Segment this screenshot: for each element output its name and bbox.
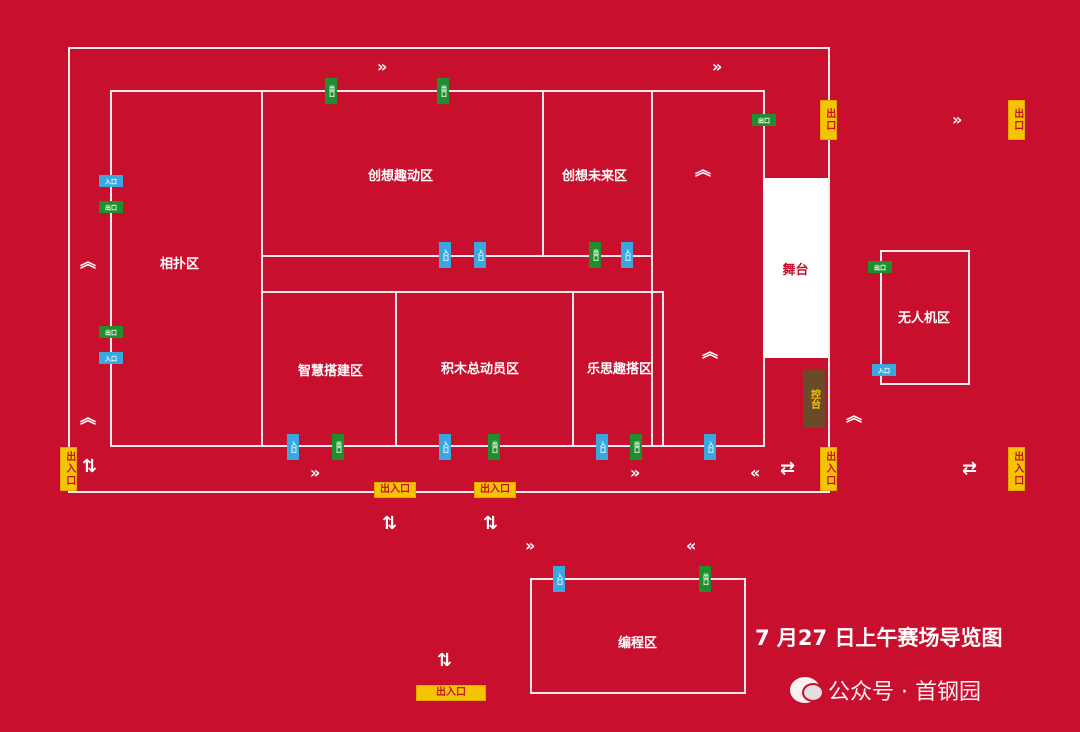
chevron-right-icon: »	[630, 463, 641, 482]
entry-door-tag: 入口	[474, 242, 486, 268]
zone-label-chuangxiang-weilai: 创想未来区	[562, 169, 628, 184]
chevron-up-icon: ︽	[702, 342, 719, 361]
exit-door-tag: 出口	[868, 261, 892, 273]
chevron-right-icon: »	[525, 536, 536, 555]
exit-door-tag: 出口	[699, 566, 711, 592]
entrance-exit-gate-bottom-2: 出入口	[474, 482, 516, 498]
entry-door-tag: 入口	[439, 434, 451, 460]
entry-door-tag: 入口	[596, 434, 608, 460]
entrance-exit-gate-bottom-1: 出入口	[374, 482, 416, 498]
exit-door-tag: 出口	[99, 326, 123, 338]
zone-label-lesi: 乐思趣搭区	[587, 362, 653, 377]
exit-door-tag: 出口	[99, 201, 123, 213]
exit-gate-far-right: 出口	[1008, 100, 1025, 140]
exit-door-tag: 出口	[488, 434, 500, 460]
bidirectional-arrow-icon: ⇄	[962, 458, 978, 479]
biancheng-zone-box	[530, 578, 746, 694]
exit-gate-top-right: 出口	[820, 100, 837, 140]
bidirectional-vertical-arrow-icon: ⇅	[82, 456, 98, 477]
bidirectional-vertical-arrow-icon: ⇅	[382, 513, 398, 534]
zone-label-biancheng: 编程区	[618, 636, 658, 651]
zone-label-chuangxiang-qudong: 创想趣动区	[368, 169, 434, 184]
entry-door-tag: 入口	[99, 352, 123, 364]
entry-door-tag: 入口	[704, 434, 716, 460]
watermark-text: 公众号 · 首钢园	[828, 680, 981, 705]
watermark: 公众号 · 首钢园	[790, 674, 981, 706]
exit-door-tag: 出口	[630, 434, 642, 460]
lesi-zone-box	[572, 291, 664, 447]
chevron-up-icon: ︽	[695, 160, 712, 179]
exit-door-tag: 出口	[437, 78, 449, 104]
chevron-right-icon: »	[712, 57, 723, 76]
bidirectional-vertical-arrow-icon: ⇅	[437, 650, 453, 671]
exit-door-tag: 出口	[752, 114, 776, 126]
bidirectional-vertical-arrow-icon: ⇅	[483, 513, 499, 534]
chevron-left-icon: «	[750, 463, 761, 482]
control-console: 控台	[803, 370, 825, 428]
wurenji-zone-box	[880, 250, 970, 385]
chevron-right-icon: »	[310, 463, 321, 482]
entry-door-tag: 入口	[872, 364, 896, 376]
right-upper-area-box	[651, 90, 765, 447]
wechat-icon	[790, 677, 824, 703]
zone-label-jimu: 积木总动员区	[441, 362, 520, 377]
entry-door-tag: 入口	[439, 242, 451, 268]
chevron-up-icon: ︽	[80, 408, 97, 427]
chevron-left-icon: «	[686, 536, 697, 555]
exit-door-tag: 出口	[332, 434, 344, 460]
chevron-right-icon: »	[952, 110, 963, 129]
entrance-exit-gate-stage: 出入口	[820, 447, 837, 491]
entrance-exit-gate-bottom-3: 出入口	[416, 685, 486, 701]
chevron-right-icon: »	[377, 57, 388, 76]
entry-door-tag: 入口	[287, 434, 299, 460]
outer-corridor	[68, 47, 830, 493]
xiangpu-zone-box	[110, 90, 263, 447]
exit-door-tag: 出口	[589, 242, 601, 268]
stage: 舞台	[763, 178, 828, 358]
map-title: 7 月27 日上午赛场导览图	[755, 626, 1003, 650]
zone-label-zhihui-dajian: 智慧搭建区	[298, 364, 364, 379]
chevron-up-icon: ︽	[80, 252, 97, 271]
entry-door-tag: 入口	[553, 566, 565, 592]
entry-door-tag: 入口	[99, 175, 123, 187]
exit-door-tag: 出口	[325, 78, 337, 104]
zone-label-xiangpu: 相扑区	[160, 257, 200, 272]
zone-label-wurenji: 无人机区	[898, 311, 951, 326]
bidirectional-arrow-icon: ⇄	[780, 458, 796, 479]
entry-door-tag: 入口	[621, 242, 633, 268]
entrance-exit-gate-right: 出入口	[1008, 447, 1025, 491]
chevron-up-icon: ︽	[846, 406, 863, 425]
entrance-exit-gate-left: 出入口	[60, 447, 77, 491]
